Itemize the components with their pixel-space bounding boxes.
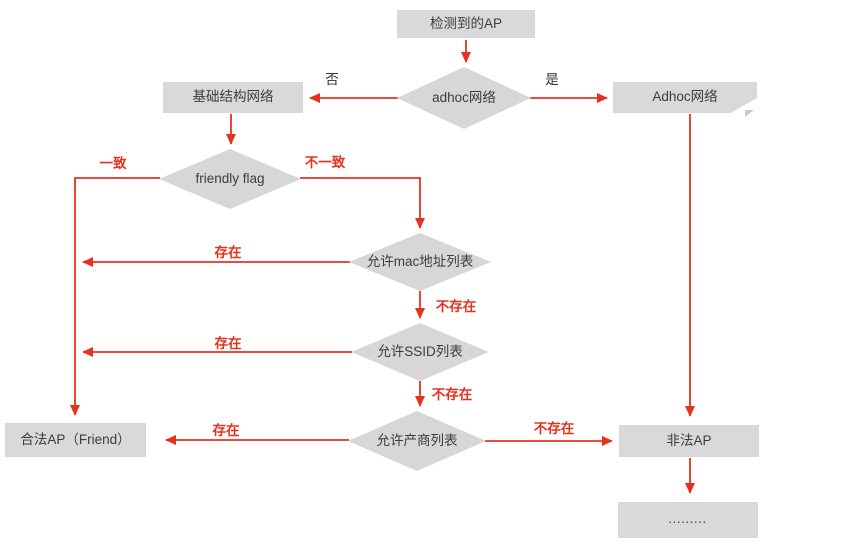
node-allowed-ssid-list: 允许SSID列表 — [351, 323, 489, 381]
node-friendly-flag: friendly flag — [159, 149, 301, 209]
edge-label-mismatch: 不一致 — [304, 155, 346, 170]
node-legal-ap: 合法AP（Friend） — [5, 423, 146, 457]
edge-label-yes: 是 — [545, 72, 559, 87]
node-adhoc-network: Adhoc网络 — [613, 82, 759, 117]
node-infrastructure-network: 基础结构网络 — [163, 82, 303, 113]
edge-label-not-exists-mac: 不存在 — [435, 299, 477, 314]
node-ellipsis: ......... — [618, 502, 758, 538]
cursor-artifact — [727, 97, 759, 115]
edge-label-exists-mac: 存在 — [214, 245, 242, 260]
node-adhoc-network-label: Adhoc网络 — [652, 89, 718, 105]
edge-label-no: 否 — [325, 72, 339, 87]
node-illegal-ap: 非法AP — [619, 425, 759, 457]
edge-label-exists-vendor: 存在 — [212, 423, 240, 438]
node-detected-ap: 检测到的AP — [397, 10, 535, 38]
edge-label-match: 一致 — [99, 156, 127, 171]
node-adhoc-decision: adhoc网络 — [397, 67, 531, 129]
node-allowed-mac-list: 允许mac地址列表 — [349, 233, 491, 291]
cursor-artifact-shadow — [745, 110, 754, 117]
edge-label-not-exists-ssid: 不存在 — [431, 387, 473, 402]
edge-label-not-exists-vendor: 不存在 — [533, 421, 575, 436]
edge-label-exists-ssid: 存在 — [214, 336, 242, 351]
node-allowed-vendor-list: 允许产商列表 — [348, 411, 486, 471]
